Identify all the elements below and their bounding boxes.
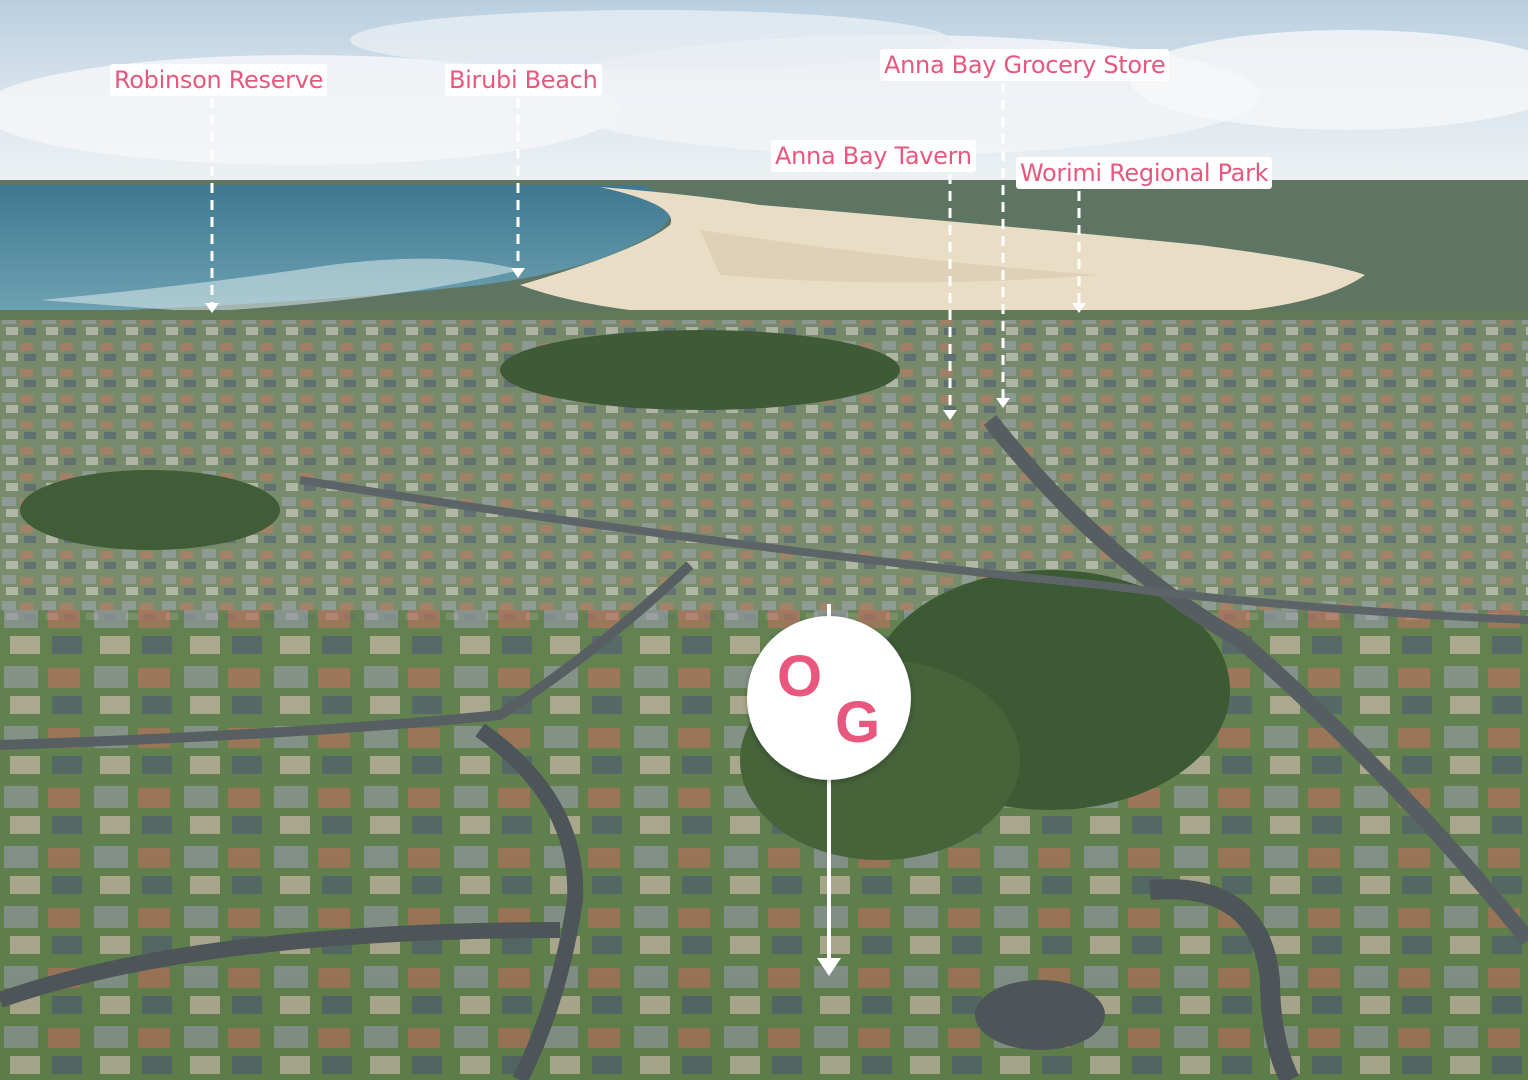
logo-letter-o: O: [777, 644, 823, 709]
label-robinson-reserve: Robinson Reserve: [110, 64, 328, 96]
logo-letter-g: G: [835, 690, 881, 755]
label-anna-bay-tavern: Anna Bay Tavern: [771, 140, 976, 172]
label-birubi-beach: Birubi Beach: [445, 64, 602, 96]
label-worimi-regional-park: Worimi Regional Park: [1016, 157, 1273, 189]
label-anna-bay-grocery-store: Anna Bay Grocery Store: [880, 49, 1170, 81]
og-logo-badge: O G: [747, 616, 911, 780]
